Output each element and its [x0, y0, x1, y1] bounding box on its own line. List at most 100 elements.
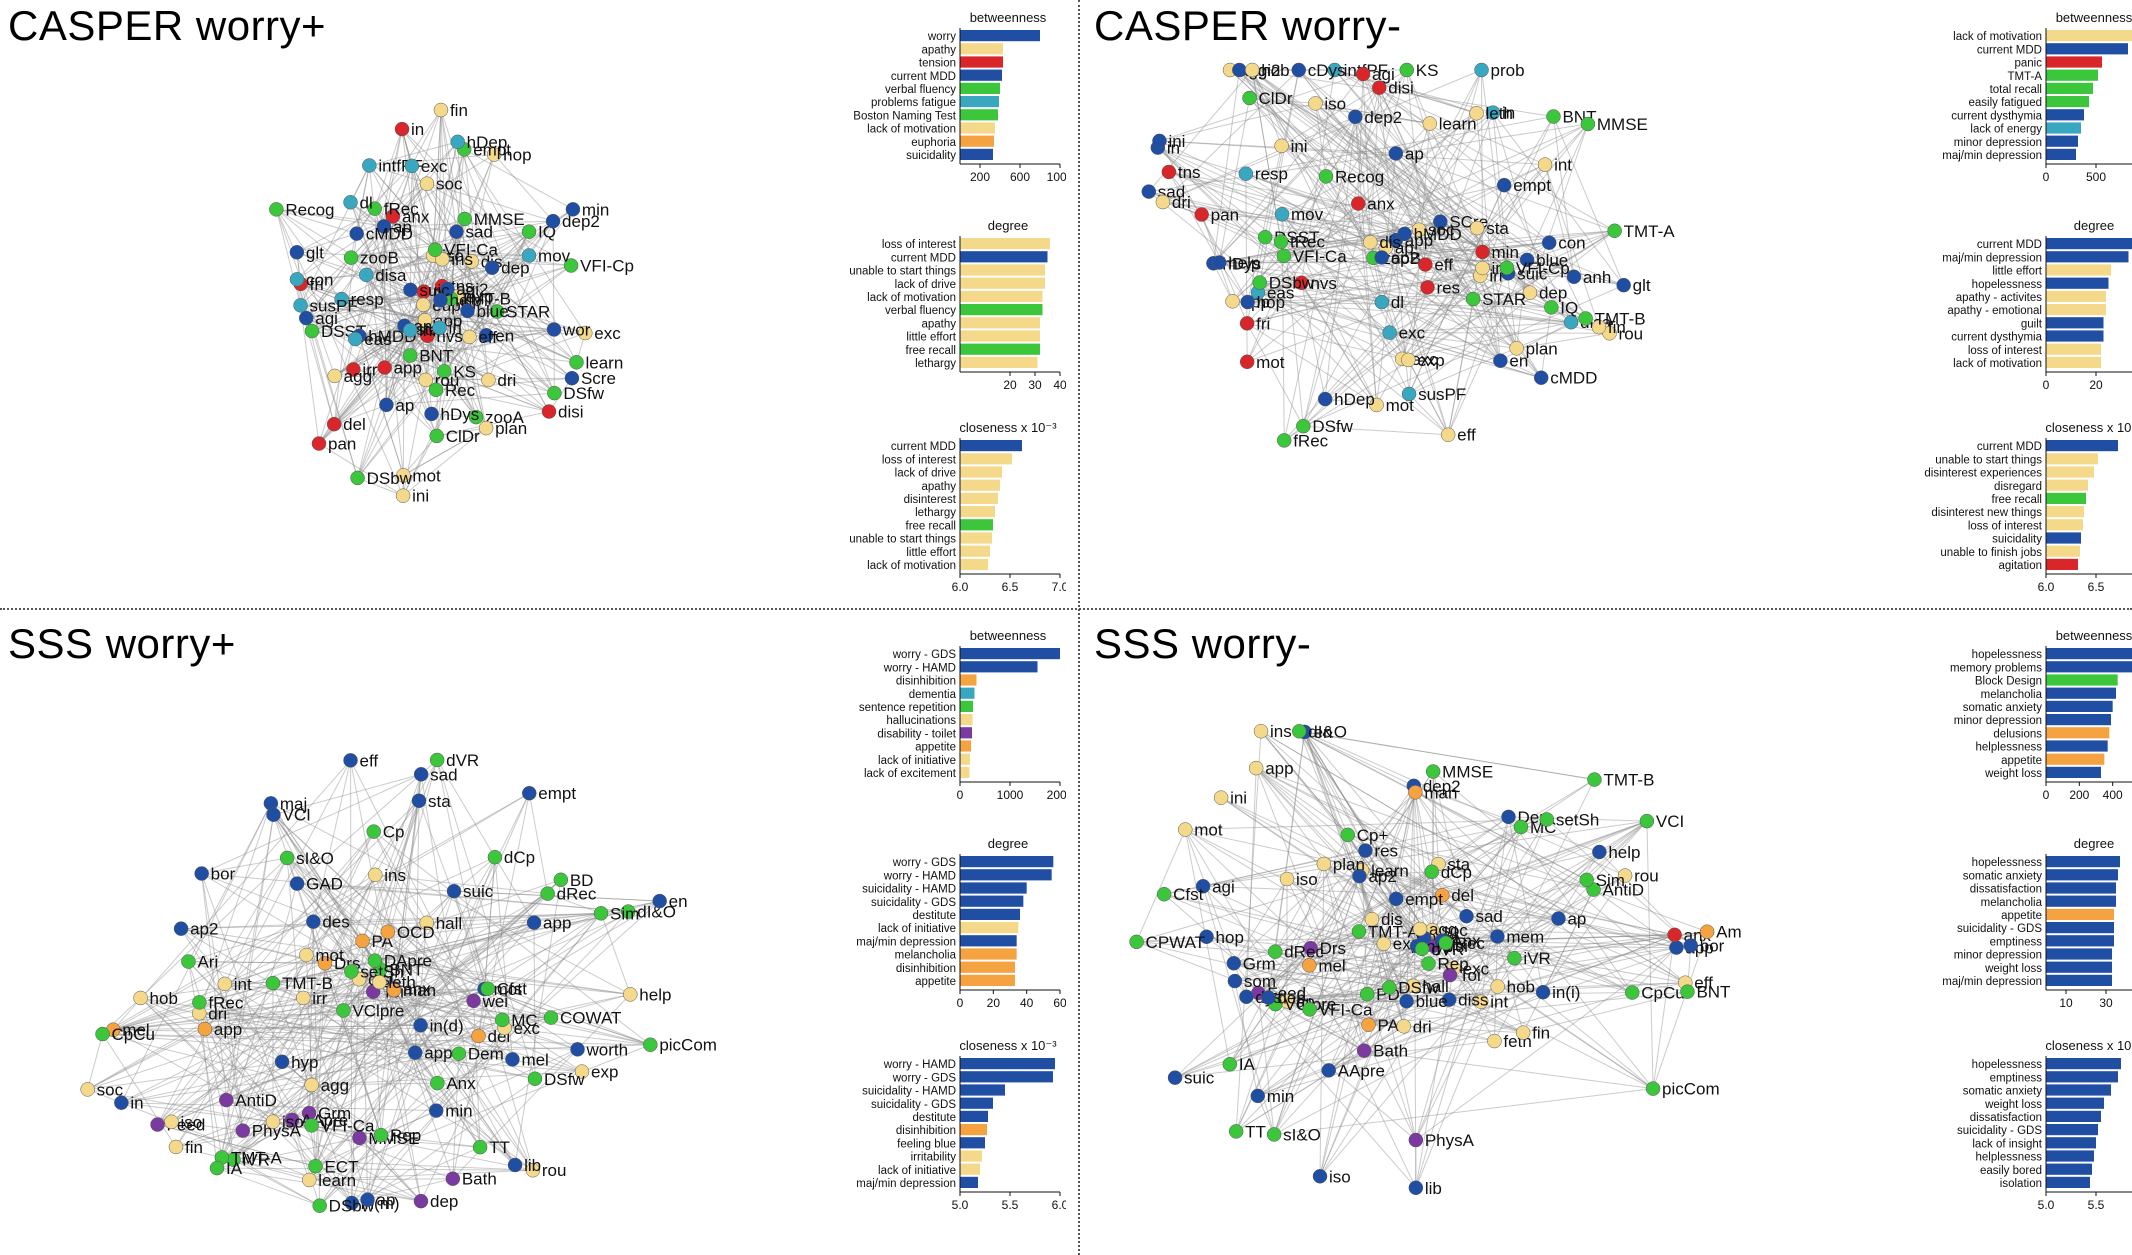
- network-edge: [1247, 292, 1530, 303]
- network-node: [1496, 177, 1512, 193]
- network-edge: [199, 1001, 536, 1080]
- network-edge: [171, 971, 352, 1123]
- network-node: [367, 201, 382, 216]
- network-node-label: resp: [351, 290, 384, 309]
- bar-label: loss of interest: [1968, 520, 2043, 532]
- network-edge: [102, 1033, 312, 1086]
- network-edge: [1389, 918, 1559, 988]
- network-node-label: empt: [1513, 176, 1551, 195]
- network-edge: [1492, 112, 1509, 274]
- network-edge: [1415, 791, 1587, 881]
- network-node: [164, 1114, 179, 1130]
- network-edge: [1174, 993, 1368, 1079]
- network-node: [484, 260, 500, 275]
- network-edge: [334, 375, 489, 381]
- network-edge: [300, 283, 426, 321]
- network-edge: [306, 317, 550, 412]
- network-edge: [365, 274, 405, 327]
- network-edge: [1432, 771, 1686, 984]
- network-edge: [1319, 863, 1325, 1177]
- network-edge: [1235, 850, 1366, 1132]
- network-node: [80, 1082, 95, 1097]
- network-node: [1591, 319, 1607, 335]
- bar: [960, 1071, 1053, 1083]
- network-edge: [1366, 871, 1433, 995]
- network-edge: [341, 298, 487, 336]
- network-edge: [414, 800, 420, 1053]
- network-node: [311, 436, 327, 451]
- bar-label: disregard: [1994, 481, 2042, 493]
- network-edge: [1354, 116, 1449, 435]
- bar-label: helplessness: [1976, 1152, 2043, 1164]
- network-edge: [436, 427, 487, 437]
- x-tick-label: 30: [2099, 996, 2113, 1010]
- network-node-label: susPF: [1418, 385, 1466, 404]
- network-edge: [1414, 792, 1434, 946]
- network-edge: [286, 857, 382, 1136]
- network-edge: [140, 997, 438, 1084]
- network-edge: [1260, 730, 1349, 836]
- network-edge: [1357, 203, 1378, 406]
- network-edge: [1229, 69, 1508, 269]
- network-edge: [281, 971, 352, 1063]
- network-node-label: nvs: [1310, 274, 1336, 293]
- network-edge: [487, 220, 554, 381]
- network-node: [466, 993, 481, 1009]
- bar-label: apathy - activites: [1956, 292, 2043, 304]
- network-node-label: disi: [558, 403, 584, 422]
- bar-label: free recall: [906, 345, 957, 357]
- network-node: [460, 303, 475, 319]
- network-edge: [87, 940, 363, 1090]
- network-node: [1239, 354, 1255, 370]
- bar-label: somatic anxiety: [1963, 702, 2043, 714]
- network-edge: [1401, 230, 1615, 360]
- network-edge: [1448, 820, 1648, 1001]
- network-edges: [87, 759, 661, 1207]
- network-edge: [485, 334, 555, 394]
- network-node-label: CpCu: [1641, 984, 1684, 1003]
- network-edge: [467, 255, 530, 312]
- network-edge: [443, 255, 530, 372]
- network-node: [114, 1095, 129, 1110]
- network-edge: [365, 274, 438, 437]
- network-edge: [171, 978, 360, 1123]
- network-edge: [201, 873, 244, 1131]
- network-edge: [1408, 230, 1615, 361]
- network-node-label: mot: [494, 980, 523, 999]
- network-edge: [1251, 69, 1572, 323]
- network-edge: [1558, 918, 1691, 947]
- network-node: [1152, 133, 1167, 149]
- network-node-label: hDep: [467, 133, 508, 152]
- network-node-label: exp: [466, 287, 493, 306]
- network-edge: [1396, 898, 1559, 920]
- network-edge: [308, 988, 395, 1181]
- network-node-label: DSfw: [1312, 417, 1353, 436]
- network-edge: [1249, 97, 1327, 177]
- network-edge: [276, 208, 457, 233]
- network-node: [479, 328, 494, 343]
- network-node-label: susPF: [310, 296, 358, 315]
- network-edge: [1247, 275, 1481, 303]
- network-node-label: iso: [1296, 870, 1318, 889]
- network-edge: [1453, 819, 1548, 969]
- network-node: [192, 995, 207, 1010]
- network-edge: [1251, 69, 1449, 435]
- network-node: [343, 250, 359, 265]
- network-edge: [1274, 863, 1325, 952]
- network-edge: [313, 921, 488, 990]
- network-node-label: bor: [1700, 937, 1725, 956]
- x-tick-label: 0: [957, 996, 964, 1010]
- network-edge: [221, 1157, 533, 1171]
- network-edge: [1162, 69, 1300, 203]
- bar: [960, 277, 1045, 289]
- bar: [2046, 674, 2118, 686]
- network-edge: [233, 988, 485, 1161]
- network-edge: [1319, 792, 1416, 1177]
- network-edge: [1136, 829, 1186, 943]
- bar-label: current MDD: [1977, 239, 2042, 251]
- network-edge: [420, 774, 481, 1148]
- network-edge: [375, 874, 548, 895]
- bar: [960, 922, 1019, 934]
- network-edge: [180, 928, 552, 1019]
